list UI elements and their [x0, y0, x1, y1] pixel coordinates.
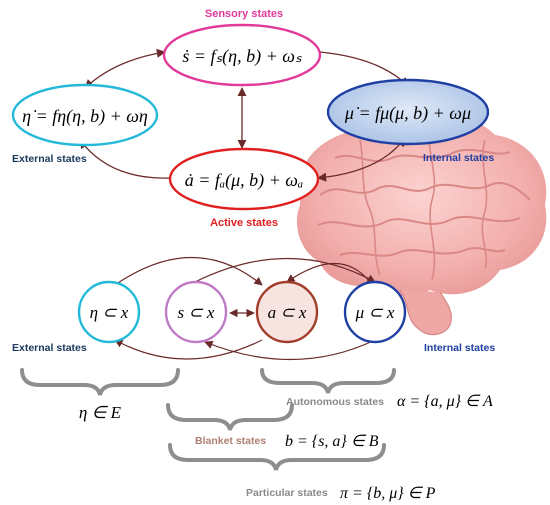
bottom-arcs	[114, 256, 376, 361]
a-node	[255, 280, 319, 344]
arc-a-to-eta-bottom	[114, 339, 263, 360]
arc-mu-to-s-bottom	[204, 339, 376, 361]
particular-brace	[168, 443, 386, 471]
arc-s-to-mu-top	[194, 257, 376, 283]
s-node-text: s ⊂ x	[178, 303, 215, 322]
a-node-text: a ⊂ x	[268, 303, 307, 322]
external-brace	[20, 368, 180, 396]
s-node	[164, 280, 228, 344]
blanket-equation: b = {s, a} ∈ B	[285, 433, 379, 450]
external-states-label-bottom: External states	[12, 342, 87, 354]
blanket-states-label: Blanket states	[195, 435, 266, 447]
sensory-states-label: Sensory states	[205, 8, 283, 20]
eta-node	[77, 280, 141, 344]
particular-states-label: Particular states	[246, 487, 328, 499]
internal-equation: μ̇ = fμ(μ, b) + ωμ	[344, 103, 471, 124]
arrow-sensory-external	[84, 48, 166, 89]
arc-eta-to-a-top	[114, 256, 263, 286]
external-ellipse	[11, 83, 159, 147]
autonomous-brace	[260, 368, 396, 394]
active-ellipse	[168, 147, 320, 211]
external-equation: η̇ = fη(η, b) + ωη	[22, 106, 148, 127]
arc-a-mu-top	[286, 263, 371, 283]
sensory-ellipse	[162, 23, 322, 87]
active-equation: ȧ = fₐ(μ, b) + ωₐ	[185, 170, 304, 191]
internal-states-label-top: Internal states	[423, 152, 494, 164]
blanket-brace	[166, 403, 294, 431]
autonomous-equation: α = {a, μ} ∈ A	[397, 393, 493, 410]
braces	[20, 368, 396, 471]
arrow-active-external	[79, 139, 171, 179]
autonomous-states-label: Autonomous states	[286, 396, 384, 408]
particular-equation: π = {b, μ} ∈ P	[340, 485, 436, 502]
internal-states-label-bottom: Internal states	[424, 342, 495, 354]
eta-set-equation: η ∈ E	[79, 403, 122, 422]
external-states-label-top: External states	[12, 153, 87, 165]
mu-node-text: μ ⊂ x	[355, 303, 395, 322]
eta-node-text: η ⊂ x	[90, 303, 129, 322]
mu-node	[343, 280, 407, 344]
internal-ellipse	[326, 78, 490, 146]
brain-illustration	[296, 113, 547, 336]
active-states-label: Active states	[210, 217, 278, 229]
sensory-equation: ṡ = fₛ(η, b) + ωₛ	[182, 46, 302, 67]
